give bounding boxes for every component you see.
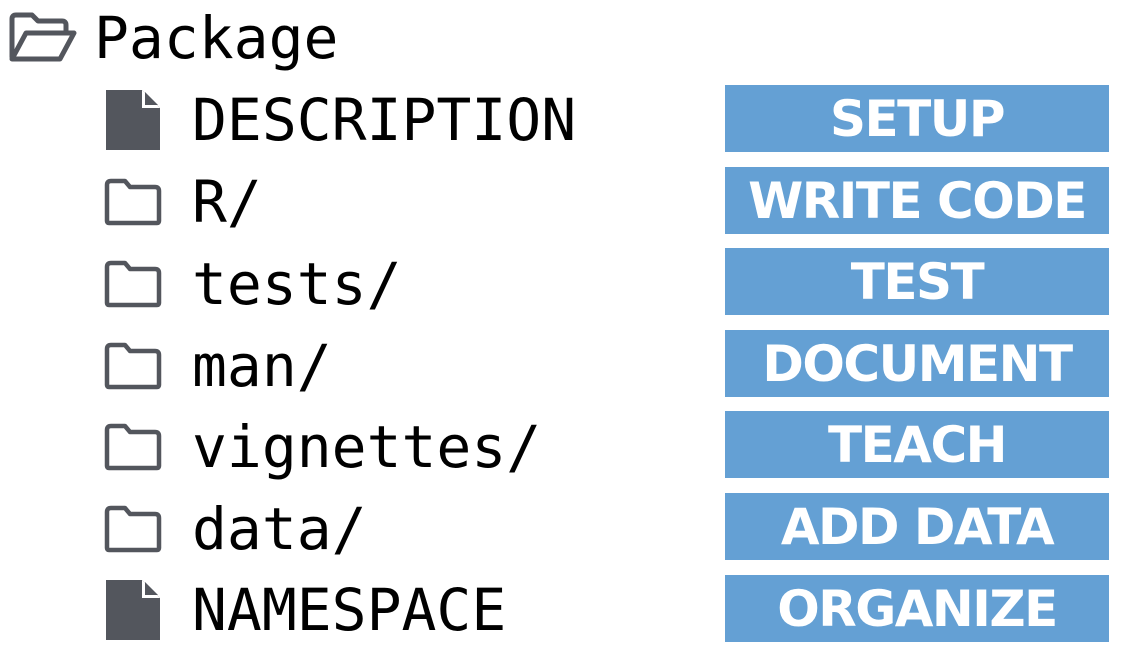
step-organize: ORGANIZE xyxy=(725,575,1109,642)
tree-item-name: DESCRIPTION xyxy=(192,86,577,154)
tree-item-name: man/ xyxy=(192,332,332,400)
step-add-data: ADD DATA xyxy=(725,493,1109,560)
tree-item-name: data/ xyxy=(192,495,367,563)
step-document: DOCUMENT xyxy=(725,330,1109,397)
folder-icon xyxy=(104,260,162,308)
file-icon xyxy=(106,90,160,150)
package-root[interactable]: Package xyxy=(8,6,338,70)
step-test: TEST xyxy=(725,248,1109,315)
step-write-code: WRITE CODE xyxy=(725,167,1109,234)
folder-open-icon xyxy=(9,12,77,62)
tree-item-name: NAMESPACE xyxy=(192,576,507,644)
file-icon xyxy=(106,580,160,640)
step-setup: SETUP xyxy=(725,85,1109,152)
package-label: Package xyxy=(94,4,339,72)
tree-item-man[interactable]: man/ xyxy=(104,330,332,402)
folder-icon xyxy=(104,178,162,226)
folder-icon xyxy=(104,423,162,471)
tree-item-namespace[interactable]: NAMESPACE xyxy=(104,574,506,646)
tree-item-name: tests/ xyxy=(192,250,402,318)
folder-icon xyxy=(104,505,162,553)
tree-item-tests[interactable]: tests/ xyxy=(104,248,402,320)
tree-item-r[interactable]: R/ xyxy=(104,166,262,238)
tree-item-vignettes[interactable]: vignettes/ xyxy=(104,411,541,483)
tree-item-description[interactable]: DESCRIPTION xyxy=(104,84,576,156)
tree-item-name: vignettes/ xyxy=(192,413,542,481)
step-teach: TEACH xyxy=(725,411,1109,478)
tree-item-data[interactable]: data/ xyxy=(104,493,367,565)
tree-item-name: R/ xyxy=(192,168,262,236)
folder-icon xyxy=(104,342,162,390)
